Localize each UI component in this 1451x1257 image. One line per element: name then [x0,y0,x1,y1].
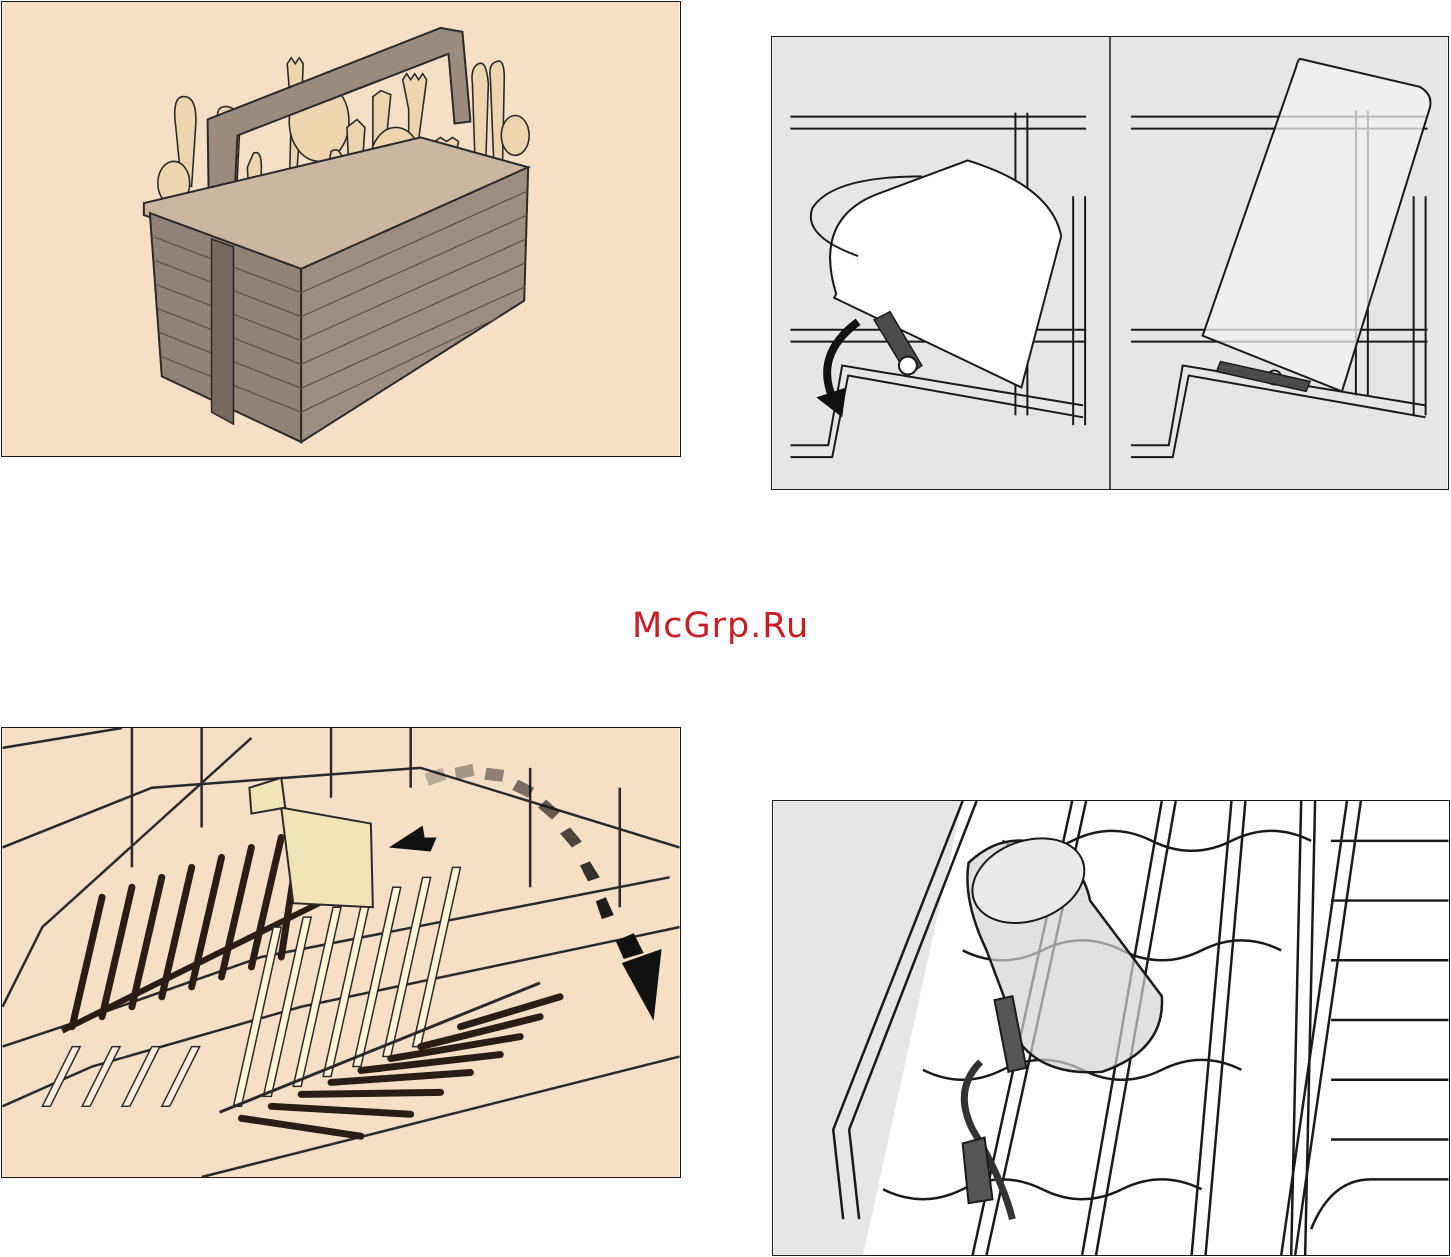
cutlery-basket-illustration [1,1,681,457]
plate-rack-illustration [1,727,681,1178]
watermark-text: McGrp.Ru [632,606,872,656]
rack-icon [2,728,680,1177]
cup-shelf-illustration [771,36,1449,490]
cup-icon [772,37,1448,489]
glass-holder-illustration [772,800,1450,1256]
basket-icon [2,2,680,456]
glass-icon [773,801,1449,1255]
